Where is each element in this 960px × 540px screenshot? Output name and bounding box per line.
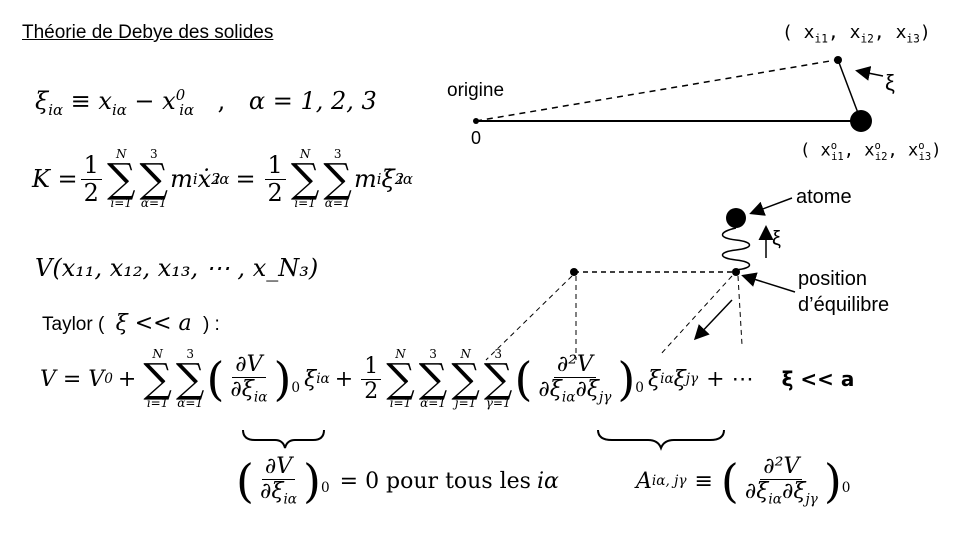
potential-function: V(x₁₁, x₁₂, x₁₃, ⋯ , x_N₃) — [35, 254, 319, 282]
equilibrium-coordinates: ( xoi1, xoi2, xoi3) — [800, 140, 942, 164]
underbrace-second — [597, 429, 725, 451]
xi-spring-label: ξ — [772, 228, 781, 250]
projection-line-1 — [485, 275, 573, 361]
atom-ball — [726, 208, 746, 228]
position-vector-line — [475, 59, 837, 122]
xi-definition: ξiα ≡ xiα − x0iα , α = 1, 2, 3 — [35, 86, 377, 119]
slide-title: Théorie de Debye des solides — [22, 22, 274, 43]
equilibrium-atom — [850, 110, 872, 132]
projection-line-5 — [693, 299, 733, 341]
equilibrium-pointer — [741, 272, 796, 293]
underbrace-first — [242, 429, 325, 449]
equilibrium-dot — [732, 268, 740, 276]
origin-label: origine — [447, 80, 505, 101]
projection-line-4 — [737, 275, 743, 346]
position-label: position — [798, 268, 867, 290]
xi-arrow — [855, 65, 884, 81]
atom-pointer — [749, 197, 793, 216]
atom-label: atome — [796, 186, 852, 208]
taylor-line: Taylor ( ξ << a ) : — [42, 311, 220, 336]
projection-line-3 — [659, 275, 733, 356]
zero-derivative-equation: ( ∂V∂ξiα )0 = 0 pour tous les iα — [236, 454, 559, 509]
xi-label: ξ — [885, 70, 895, 95]
zero-label: 0 — [471, 128, 482, 148]
equilibrium-label: d’équilibre — [798, 294, 890, 316]
displaced-coordinates: ( xi1, xi2, xi3) — [782, 22, 931, 46]
spring-coil — [721, 227, 751, 271]
